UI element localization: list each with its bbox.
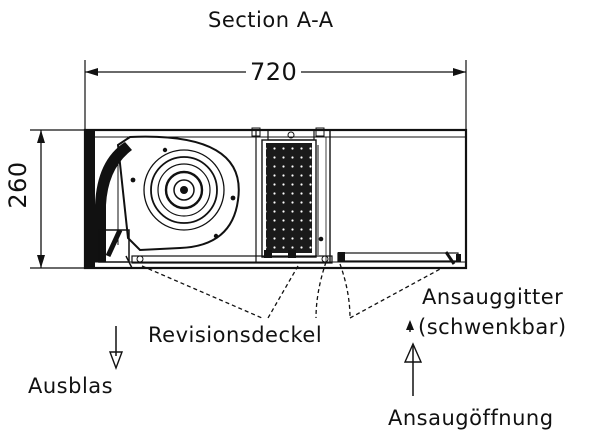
grille-pointer [406, 320, 414, 332]
motor-support [98, 228, 130, 263]
fan-blower [116, 135, 240, 252]
ansaugoeffnung-arrow [403, 342, 423, 396]
revision-cover-strip [125, 250, 333, 269]
revisionsdeckel-label: Revisionsdeckel [148, 323, 323, 347]
leader-lines [141, 261, 443, 319]
section-title: Section A-A [208, 8, 334, 32]
width-dimension-label: 720 [246, 60, 302, 84]
ansauggitter-sub-label: (schwenkbar) [418, 315, 567, 339]
height-dimension-line [37, 130, 45, 268]
ansaugoeffnung-label: Ansaugöffnung [388, 406, 554, 430]
intake-grille-strip [337, 251, 461, 265]
housing [83, 127, 468, 270]
ausblas-arrow [108, 326, 124, 370]
height-dimension-label: 260 [4, 155, 32, 215]
ausblas-label: Ausblas [28, 374, 114, 398]
ansauggitter-label: Ansauggitter [422, 285, 564, 309]
height-extension-lines [30, 129, 85, 269]
filter-panel [261, 139, 324, 258]
